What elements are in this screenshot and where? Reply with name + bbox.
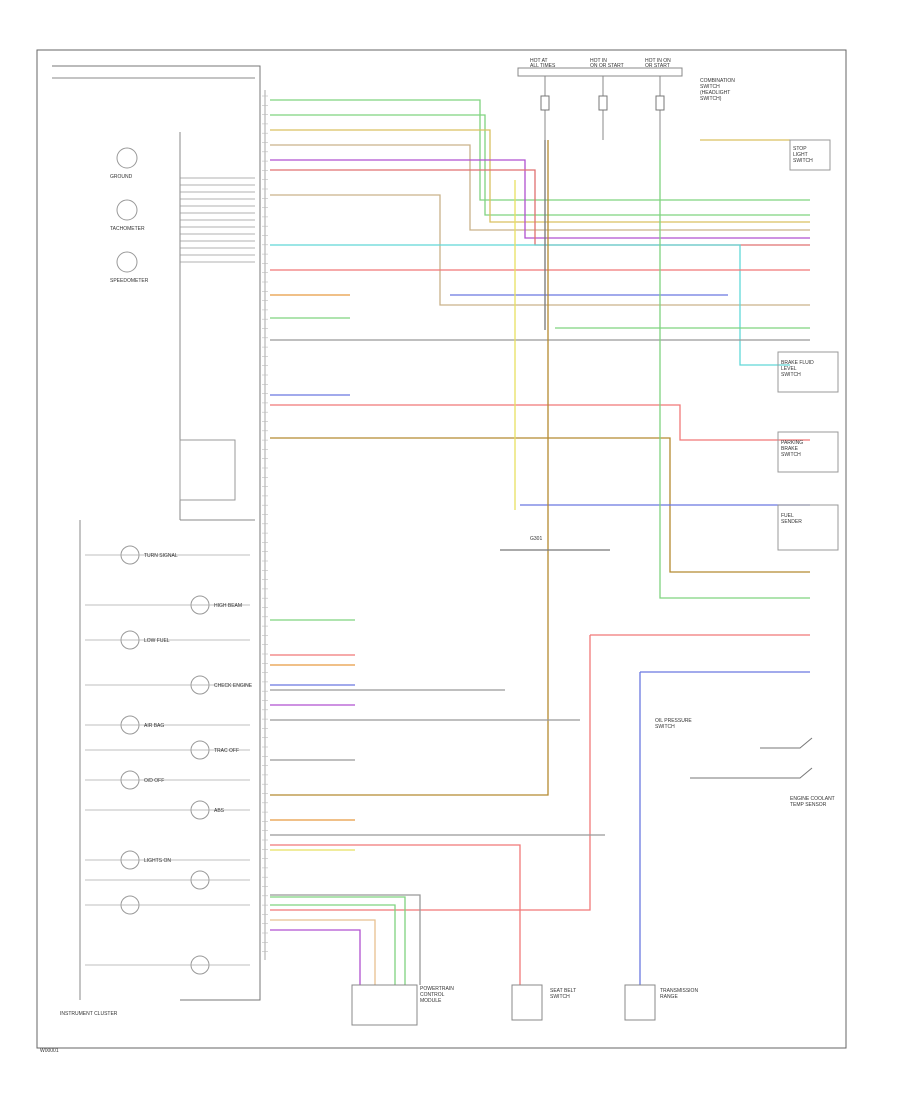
bottom-1-label-2: CONTROL bbox=[420, 992, 445, 998]
wire-green-6 bbox=[270, 904, 396, 985]
wire-green-7 bbox=[270, 896, 406, 985]
wire-cyan bbox=[270, 244, 790, 366]
wire-red-3 bbox=[270, 404, 810, 441]
fuse-a-label: HOT AT bbox=[530, 58, 548, 64]
bottom-1-label-3: MODULE bbox=[420, 998, 442, 1004]
wire-brown-2 bbox=[270, 140, 549, 796]
fuse-a-label-2: ALL TIMES bbox=[530, 63, 556, 69]
comp-1-label-3: SWITCH bbox=[793, 158, 813, 164]
indicator-label: CHECK ENGINE bbox=[214, 683, 253, 689]
gauge-circle bbox=[116, 199, 138, 221]
right-components: STOP LIGHT SWITCH BRAKE FLUID LEVEL SWIT… bbox=[655, 139, 839, 808]
comp-3-label-3: SWITCH bbox=[781, 452, 801, 458]
indicator-label: HIGH BEAM bbox=[214, 603, 242, 609]
top-right-note-1: COMBINATION bbox=[700, 78, 735, 84]
power-feeds: HOT AT ALL TIMES HOT IN ON OR START HOT … bbox=[517, 58, 735, 140]
wire-blue-4 bbox=[639, 671, 810, 985]
comp-4-label-2: SENDER bbox=[781, 519, 802, 525]
fuse-c-label-2: OR START bbox=[645, 63, 670, 69]
indicator-label: LOW FUEL bbox=[144, 638, 170, 644]
indicator-label: TRAC OFF bbox=[214, 748, 239, 754]
wire-yellow bbox=[270, 129, 810, 223]
cluster-name: INSTRUMENT CLUSTER bbox=[60, 1011, 118, 1017]
footer-code: W00001 bbox=[40, 1048, 59, 1054]
comp-3-label: PARKING bbox=[781, 440, 803, 446]
fuse-b-label-2: ON OR START bbox=[590, 63, 624, 69]
bottom-2-label-2: SWITCH bbox=[550, 994, 570, 1000]
ground-label: G301 bbox=[530, 536, 542, 542]
comp-1-label: STOP bbox=[793, 146, 807, 152]
wire-gray-2 bbox=[270, 894, 421, 985]
indicator-label: ABS bbox=[214, 808, 225, 814]
comp-2-label: BRAKE FLUID bbox=[781, 360, 814, 366]
wire-red-4 bbox=[270, 634, 810, 911]
bottom-components: POWERTRAIN CONTROL MODULE SEAT BELT SWIT… bbox=[351, 984, 698, 1026]
wire-harness bbox=[270, 99, 810, 985]
wire-tan-3 bbox=[270, 919, 376, 985]
top-right-note-3: (HEADLIGHT bbox=[700, 90, 730, 96]
comp-2-label-3: SWITCH bbox=[781, 372, 801, 378]
gauge-label: SPEEDOMETER bbox=[110, 278, 149, 284]
comp-3-label-2: BRAKE bbox=[781, 446, 799, 452]
wire-green-5 bbox=[659, 140, 810, 599]
connector-pin-column bbox=[180, 90, 268, 960]
wire-red-5 bbox=[270, 844, 521, 985]
gauge-circle bbox=[116, 251, 138, 273]
bottom-2-label: SEAT BELT bbox=[550, 988, 576, 994]
wire-tan bbox=[270, 144, 810, 231]
fuse-b-label: HOT IN bbox=[590, 58, 607, 64]
wire-purple bbox=[270, 159, 810, 239]
wire-green bbox=[270, 99, 810, 201]
top-right-note-2: SWITCH bbox=[700, 84, 720, 90]
comp-5-label-2: SWITCH bbox=[655, 724, 675, 730]
wire-tan-2 bbox=[270, 194, 810, 306]
gauge-symbols: GROUND TACHOMETER SPEEDOMETER TURN SIGNAL HI… bbox=[85, 147, 253, 975]
bottom-1-label: POWERTRAIN bbox=[420, 986, 454, 992]
diagram-frame bbox=[36, 49, 847, 1049]
gauge-label: TACHOMETER bbox=[110, 226, 145, 232]
bottom-3-label: TRANSMISSION bbox=[660, 988, 698, 994]
bottom-3-label-2: RANGE bbox=[660, 994, 678, 1000]
comp-2-label-2: LEVEL bbox=[781, 366, 797, 372]
top-right-note-4: SWITCH) bbox=[700, 96, 722, 102]
fuse-c-label: HOT IN ON bbox=[645, 58, 671, 64]
comp-5-label: OIL PRESSURE bbox=[655, 718, 692, 724]
instrument-cluster bbox=[52, 65, 261, 1001]
gauge-circle bbox=[116, 147, 138, 169]
gauge-label: GROUND bbox=[110, 174, 133, 180]
indicator-label: TURN SIGNAL bbox=[144, 553, 178, 559]
comp-6-label: ENGINE COOLANT bbox=[790, 796, 835, 802]
wire-green-2 bbox=[270, 114, 810, 216]
comp-1-label-2: LIGHT bbox=[793, 152, 808, 158]
wire-purple-3 bbox=[270, 929, 361, 985]
indicator-label: O/D OFF bbox=[144, 778, 164, 784]
comp-4-label: FUEL bbox=[781, 513, 794, 519]
wire-red bbox=[270, 169, 810, 246]
indicator-label: LIGHTS ON bbox=[144, 858, 171, 864]
indicator-label: AIR BAG bbox=[144, 723, 164, 729]
comp-6-label-2: TEMP SENSOR bbox=[790, 802, 827, 808]
